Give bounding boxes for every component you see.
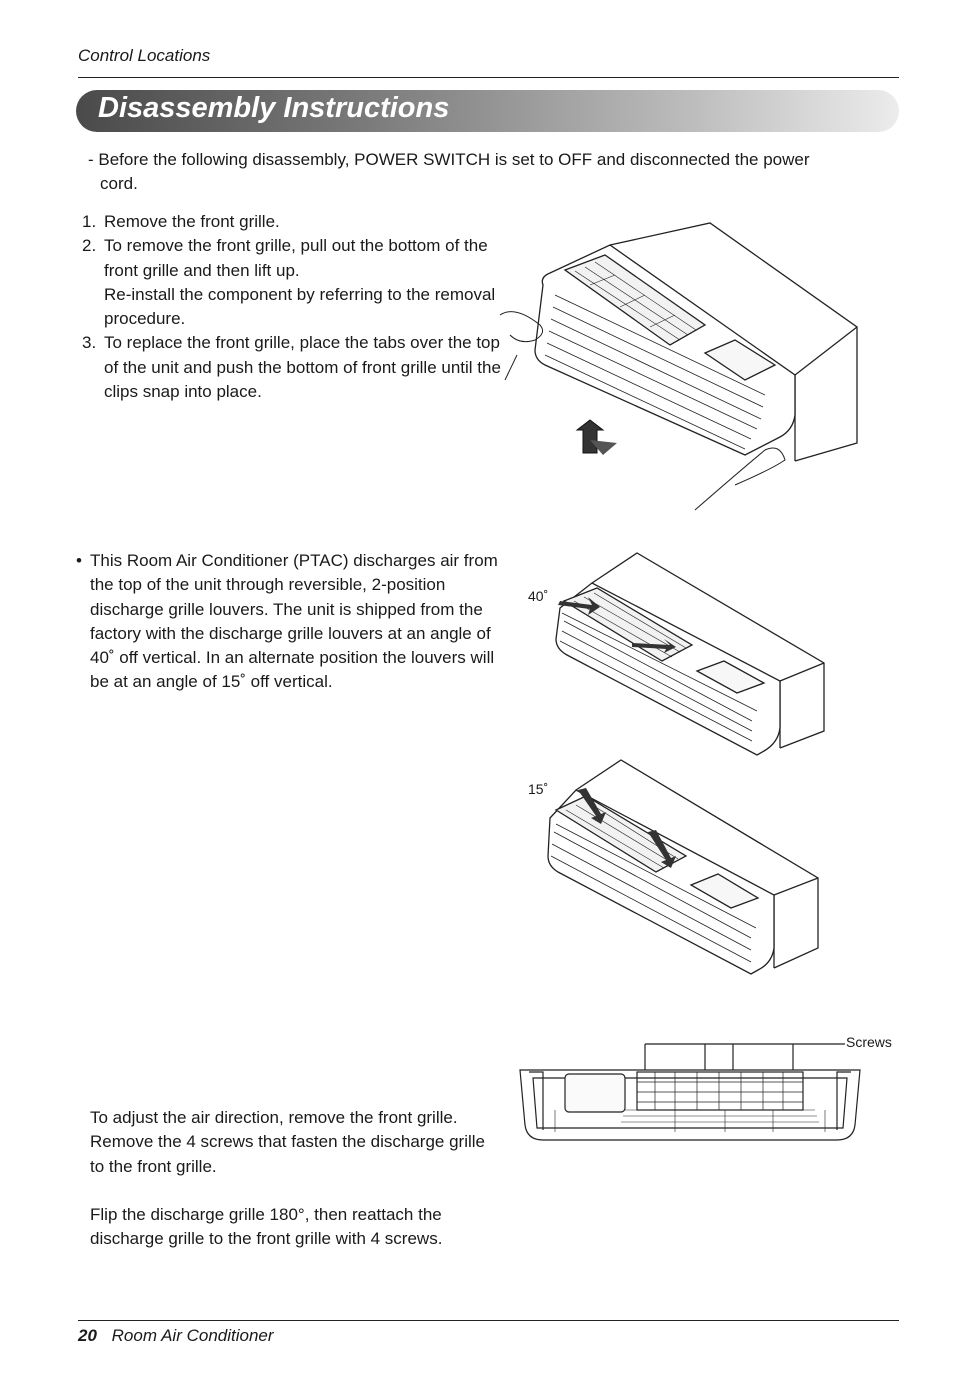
front-grille-removal-illustration xyxy=(499,222,858,511)
adjust-instructions: To adjust the air direction, remove the … xyxy=(90,1106,490,1275)
angle-40-label: 40˚ xyxy=(528,588,549,604)
page-footer: 20 Room Air Conditioner xyxy=(78,1326,274,1346)
step-number xyxy=(82,283,104,332)
louver-text: This Room Air Conditioner (PTAC) dischar… xyxy=(90,551,498,692)
step-number: 3. xyxy=(82,333,97,353)
removal-steps: 1. Remove the front grille. 2. To remove… xyxy=(82,210,502,404)
step-item: 3. To replace the front grille, place th… xyxy=(82,331,502,404)
step-text: Remove the front grille. xyxy=(104,212,280,231)
step-text: To remove the front grille, pull out the… xyxy=(104,236,488,280)
adjust-paragraph-1: To adjust the air direction, remove the … xyxy=(90,1108,485,1176)
louver-description: • This Room Air Conditioner (PTAC) disch… xyxy=(76,549,501,695)
adjust-paragraph-2: Flip the discharge grille 180°, then rea… xyxy=(90,1204,443,1249)
step-text: To replace the front grille, place the t… xyxy=(104,333,501,402)
page-number: 20 xyxy=(78,1326,97,1345)
louver-40-illustration xyxy=(555,552,825,756)
bullet-symbol: • xyxy=(76,551,82,570)
step-number: 1. xyxy=(82,212,97,231)
footer-divider xyxy=(78,1320,899,1321)
intro-line-1: - Before the following disassembly, POWE… xyxy=(88,150,810,169)
section-label: Control Locations xyxy=(78,46,211,65)
step-number: 2. xyxy=(82,236,97,256)
angle-15-label: 15˚ xyxy=(528,781,549,797)
intro-line-2: cord. xyxy=(100,174,138,193)
manual-title: Room Air Conditioner xyxy=(111,1326,274,1345)
intro-note: - Before the following disassembly, POWE… xyxy=(88,148,888,196)
louver-15-illustration xyxy=(547,759,819,975)
screws-label: Screws xyxy=(846,1034,892,1050)
title-banner xyxy=(76,90,899,132)
step-item: Re-install the component by referring to… xyxy=(82,283,502,332)
discharge-grille-screws-illustration xyxy=(519,1043,861,1141)
step-item: 2. To remove the front grille, pull out … xyxy=(82,234,502,283)
step-text: Re-install the component by referring to… xyxy=(104,284,496,329)
header-divider xyxy=(78,77,899,78)
step-item: 1. Remove the front grille. xyxy=(82,210,502,234)
page-title: Disassembly Instructions xyxy=(98,92,450,124)
